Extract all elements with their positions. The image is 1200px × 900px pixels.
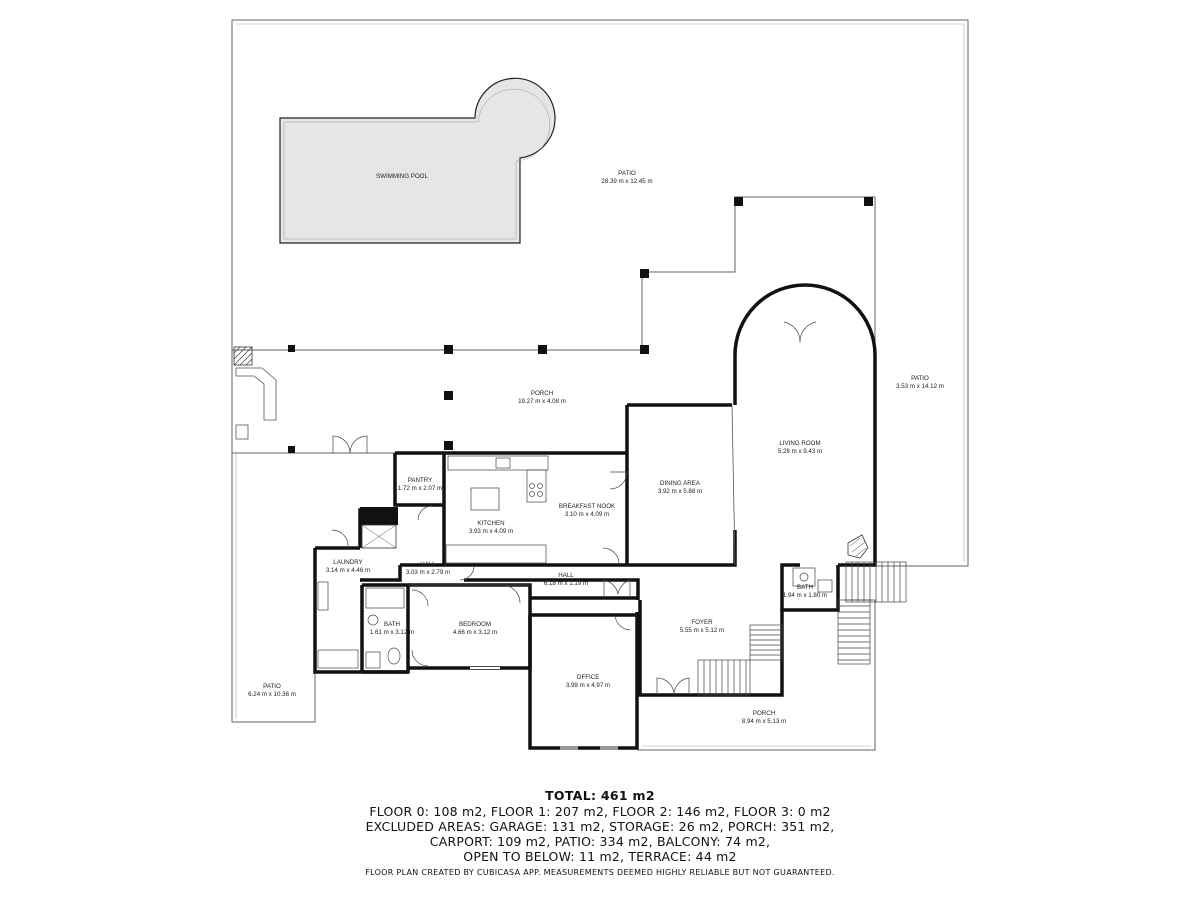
patio-top-name: PATIO <box>618 170 636 177</box>
swimming-pool <box>279 77 556 244</box>
bath-left-name: BATH <box>384 621 400 628</box>
patio-top-dims: 28.39 m x 12.45 m <box>601 178 652 185</box>
outdoor-counter <box>235 367 277 421</box>
kitchen-fixtures <box>445 455 549 564</box>
summary-line-excluded: EXCLUDED AREAS: GARAGE: 131 m2, STORAGE:… <box>365 819 835 834</box>
patio-right-dims: 3.53 m x 14.12 m <box>896 383 944 390</box>
living-room-name: LIVING ROOM <box>779 440 820 447</box>
doors <box>331 321 817 696</box>
patio-right-name: PATIO <box>911 375 929 382</box>
area-summary: TOTAL: 461 m2 FLOOR 0: 108 m2, FLOOR 1: … <box>0 788 1200 864</box>
bath-right-name: BATH <box>797 584 813 591</box>
patio-left-dims: 6.24 m x 10.36 m <box>248 691 296 698</box>
hall-center-name: HALL <box>558 572 574 579</box>
laundry-name: LAUNDRY <box>333 559 362 566</box>
bath-right-dims: 1.94 m x 1.80 m <box>783 592 827 599</box>
floor-plan: SWIMMING POOL PATIO 28.39 m x 12.45 m PA… <box>231 19 969 751</box>
porch-front-name: PORCH <box>753 710 775 717</box>
living-room-dims: 5.28 m x 9.43 m <box>778 448 822 455</box>
summary-line-open: OPEN TO BELOW: 11 m2, TERRACE: 44 m2 <box>463 849 737 864</box>
stairs <box>697 561 907 696</box>
fireplace <box>847 534 869 559</box>
summary-line-carport: CARPORT: 109 m2, PATIO: 334 m2, BALCONY:… <box>429 834 771 849</box>
bedroom-name: BEDROOM <box>459 621 491 628</box>
porch-front-dims: 8.94 m x 5.13 m <box>742 718 786 725</box>
walls <box>313 283 877 750</box>
summary-line-floors: FLOOR 0: 108 m2, FLOOR 1: 207 m2, FLOOR … <box>369 804 831 819</box>
laundry-dims: 3.14 m x 4.46 m <box>326 567 370 574</box>
disclaimer: FLOOR PLAN CREATED BY CUBICASA APP. MEAS… <box>365 868 835 877</box>
breakfast-nook-dims: 3.10 m x 4.09 m <box>565 511 609 518</box>
hall-left-name: HALL <box>420 561 436 568</box>
chimney-block <box>360 507 398 525</box>
pantry-name: PANTRY <box>408 477 433 484</box>
shower <box>361 524 397 549</box>
hall-left-dims: 3.03 m x 2.79 m <box>406 569 450 576</box>
total-area: TOTAL: 461 m2 <box>545 788 655 803</box>
columns <box>288 197 873 453</box>
office-dims: 3.99 m x 4.97 m <box>566 682 610 689</box>
dining-area-dims: 3.92 m x 5.88 m <box>658 488 702 495</box>
swimming-pool-name: SWIMMING POOL <box>376 173 428 180</box>
bath-fixtures <box>317 567 833 669</box>
pantry-dims: 1.72 m x 2.07 m <box>398 485 442 492</box>
hall-center-dims: 6.18 m x 1.19 m <box>544 580 588 587</box>
kitchen-dims: 3.93 m x 4.09 m <box>469 528 513 535</box>
foyer-name: FOYER <box>691 619 713 626</box>
kitchen-name: KITCHEN <box>477 520 504 527</box>
breakfast-nook-name: BREAKFAST NOOK <box>559 503 616 510</box>
office-name: OFFICE <box>577 674 600 681</box>
bedroom-dims: 4.66 m x 3.12 m <box>453 629 497 636</box>
patio-left-name: PATIO <box>263 683 281 690</box>
porch-main-dims: 19.27 m x 4.08 m <box>518 398 566 405</box>
bath-left-dims: 1.61 m x 3.12 m <box>370 629 414 636</box>
bbq-counter <box>233 346 253 366</box>
dining-area-name: DINING AREA <box>660 480 701 487</box>
foyer-dims: 5.55 m x 5.12 m <box>680 627 724 634</box>
porch-main-name: PORCH <box>531 390 553 397</box>
